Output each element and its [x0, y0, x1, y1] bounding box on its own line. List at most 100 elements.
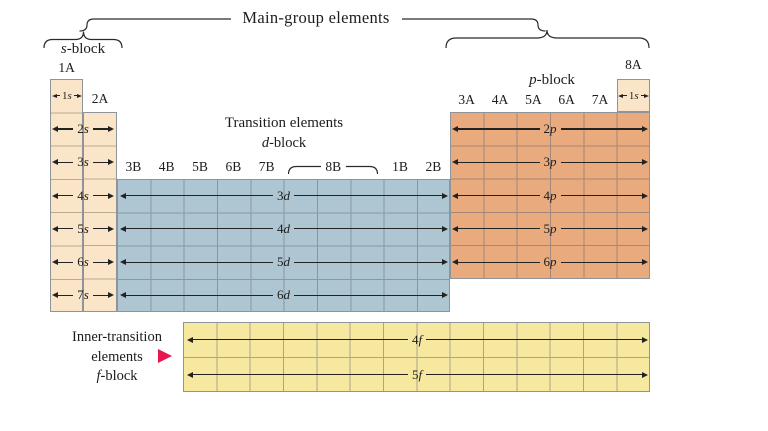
orbital-label: 1s	[62, 89, 72, 102]
arrow-line	[56, 95, 61, 97]
left-arrowhead-icon	[452, 125, 458, 132]
orbital-label: 4s	[77, 187, 89, 203]
left-arrowhead-icon	[186, 336, 193, 343]
orbital-arrow-6s: 6s	[52, 255, 114, 269]
right-arrowhead-icon	[108, 225, 114, 232]
right-arrowhead-icon	[642, 259, 648, 266]
arrow-line	[560, 194, 642, 197]
right-arrowhead-icon	[77, 93, 83, 98]
f-block-label: f-block	[96, 368, 138, 384]
arrow-line	[58, 128, 74, 130]
orbital-arrow-6d: 6d	[119, 287, 448, 303]
arrow-line	[294, 294, 442, 297]
group-label-2a: 2A	[91, 91, 109, 106]
inner-transition-line1: Inner-transition	[72, 329, 162, 345]
main-group-elements-label: Main-group elements	[242, 8, 390, 27]
left-arrowhead-icon	[618, 93, 624, 98]
orbital-label: 5s	[77, 220, 89, 236]
orbital-arrow-4p: 4p	[452, 189, 648, 203]
arrow-line	[426, 373, 642, 376]
main-group-line-right	[402, 18, 546, 32]
left-arrowhead-icon	[52, 292, 58, 299]
arrow-line	[92, 128, 108, 130]
orbital-label: 6p	[543, 254, 557, 270]
left-arrowhead-icon	[52, 125, 58, 132]
p-block-label: p-block	[529, 72, 575, 88]
orbital-label: 3s	[77, 154, 89, 170]
arrow-line	[294, 261, 442, 263]
arrow-line	[58, 294, 74, 297]
group-label-7b: 7B	[258, 159, 275, 174]
orbital-label: 4d	[277, 220, 290, 236]
orbital-arrow-1s: 1s	[51, 89, 83, 103]
group-label-2b: 2B	[425, 159, 442, 174]
right-arrowhead-icon	[642, 125, 648, 132]
orbital-arrow-5f: 5f	[186, 366, 648, 382]
group-label-6a: 6A	[558, 92, 575, 107]
orbital-arrow-1s-helium: 1s	[618, 89, 650, 103]
right-arrowhead-icon	[108, 192, 114, 199]
orbital-label: 5d	[277, 254, 290, 270]
arrow-line	[125, 294, 273, 297]
f-block-region	[183, 322, 651, 392]
group-label-4b: 4B	[158, 159, 175, 174]
group-label-7a: 7A	[591, 92, 609, 107]
orbital-arrow-5p: 5p	[452, 222, 648, 236]
orbital-label: 6d	[277, 287, 290, 303]
arrow-line	[458, 261, 540, 263]
orbital-label: 3p	[543, 154, 557, 170]
d-block-region	[116, 178, 450, 313]
right-arrowhead-icon	[441, 259, 448, 266]
left-arrowhead-icon	[452, 192, 458, 199]
s-block-region-column-2a	[83, 112, 117, 313]
orbital-arrow-6p: 6p	[452, 255, 648, 269]
arrow-line	[458, 194, 540, 197]
group-label-3b: 3B	[125, 159, 142, 174]
group-label-5b: 5B	[192, 159, 208, 174]
left-arrowhead-icon	[51, 93, 57, 98]
orbital-arrow-3p: 3p	[452, 155, 648, 169]
group-label-3a: 3A	[458, 92, 475, 107]
arrow-line	[560, 161, 642, 163]
main-group-line-left	[79, 18, 231, 32]
arrow-line	[125, 194, 273, 197]
orbital-label: 6s	[77, 254, 89, 270]
orbital-label: 4f	[411, 331, 423, 347]
right-arrowhead-icon	[441, 192, 448, 199]
arrow-line	[73, 95, 78, 97]
arrow-line	[458, 228, 540, 230]
right-arrowhead-icon	[642, 159, 648, 166]
arrow-line	[58, 261, 74, 263]
orbital-arrow-4d: 4d	[119, 220, 448, 236]
orbital-arrow-2p: 2p	[452, 122, 648, 136]
arrow-line	[125, 261, 273, 263]
right-arrowhead-icon	[108, 259, 114, 266]
orbital-arrow-5d: 5d	[119, 254, 448, 270]
orbital-label: 5f	[411, 366, 423, 382]
orbital-arrow-7s: 7s	[52, 288, 114, 302]
group-label-5a: 5A	[525, 92, 542, 107]
left-arrowhead-icon	[52, 192, 58, 199]
arrow-line	[192, 338, 408, 341]
left-arrowhead-icon	[186, 371, 193, 378]
orbital-arrow-3s: 3s	[52, 155, 114, 169]
orbital-arrow-4s: 4s	[52, 189, 114, 203]
orbital-label: 5p	[543, 220, 557, 236]
group-label-6b: 6B	[225, 159, 242, 174]
orbital-arrow-5s: 5s	[52, 222, 114, 236]
right-arrowhead-icon	[441, 225, 448, 232]
d-block-label: d-block	[261, 135, 307, 151]
group-label-8b: 8B	[325, 159, 342, 174]
orbital-label: 3d	[277, 187, 290, 203]
right-arrowhead-icon	[644, 93, 650, 98]
right-arrowhead-icon	[441, 292, 448, 299]
arrow-line	[623, 95, 627, 97]
p-block-brace	[445, 29, 650, 49]
group-label-1a: 1A	[58, 60, 75, 75]
left-arrowhead-icon	[452, 225, 458, 232]
arrow-line	[92, 261, 108, 263]
left-arrowhead-icon	[119, 225, 126, 232]
right-arrowhead-icon	[108, 292, 114, 299]
inner-transition-line2: elements	[91, 348, 143, 365]
